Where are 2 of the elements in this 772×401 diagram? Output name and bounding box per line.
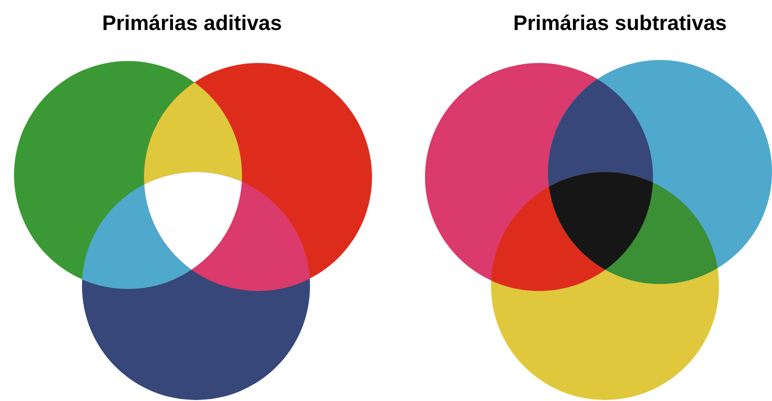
diagram-heading: Primárias aditivas (102, 11, 282, 37)
diagram-heading: Primárias subtrativas (513, 11, 727, 37)
